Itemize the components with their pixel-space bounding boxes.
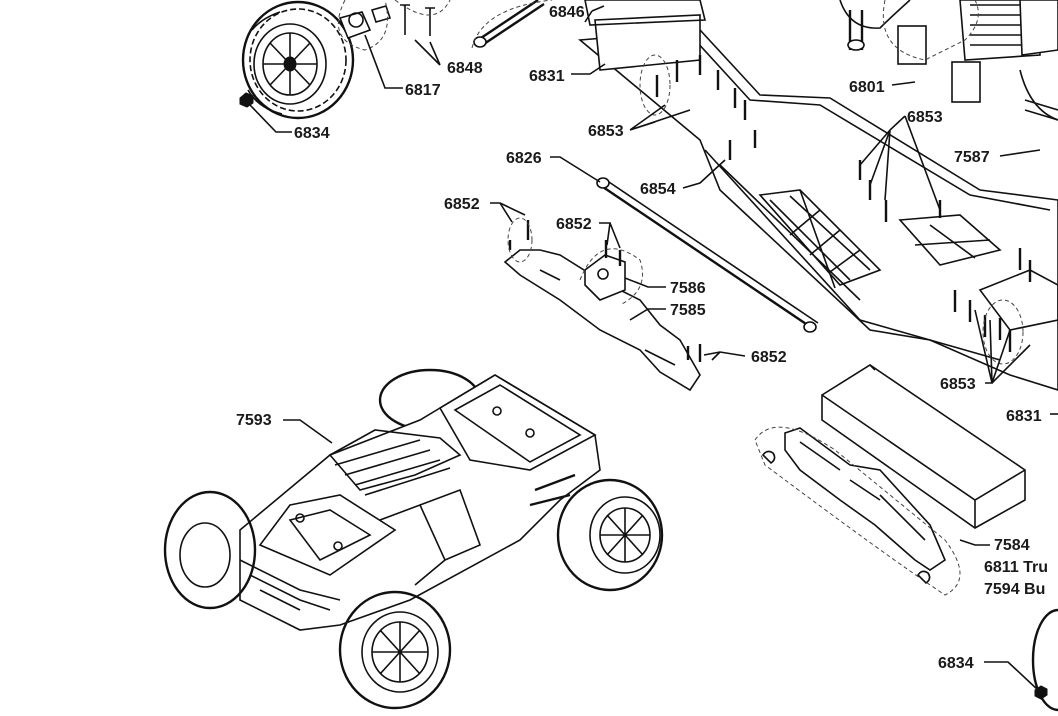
- label-6852-a: 6852: [444, 196, 480, 213]
- brace-7585: [503, 217, 702, 392]
- mount-7586: [579, 240, 643, 306]
- shock-top: [471, 0, 553, 49]
- label-6854: 6854: [640, 181, 676, 198]
- label-6853-bottom: 6853: [940, 376, 976, 393]
- label-6846: 6846: [549, 4, 585, 21]
- truck-body-7593: [163, 368, 664, 710]
- label-6853-right: 6853: [907, 109, 943, 126]
- label-7584: 7584: [994, 537, 1030, 554]
- label-6831-bottom: 6831: [1006, 408, 1042, 425]
- label-6848: 6848: [447, 60, 483, 77]
- chassis-screws: [639, 54, 1032, 365]
- label-6834-bottom: 6834: [938, 655, 974, 672]
- hub-parts-top: [337, 0, 451, 51]
- label-6834-top: 6834: [294, 125, 330, 142]
- label-7587: 7587: [954, 149, 990, 166]
- label-6852-b: 6852: [556, 216, 592, 233]
- battery-pack: [821, 364, 1026, 529]
- label-7586: 7586: [670, 280, 706, 297]
- wheel-bottom-right: [1031, 608, 1058, 712]
- part-labels: 6846 6848 6817 6834 6831 6801 6853 6853 …: [236, 4, 1048, 672]
- label-7593: 7593: [236, 412, 272, 429]
- label-6831-top: 6831: [529, 68, 565, 85]
- nut-6834-top: [239, 92, 254, 108]
- label-6817: 6817: [405, 82, 441, 99]
- electronics-top-right: [839, 0, 1058, 121]
- label-6811: 6811 Tru: [984, 559, 1048, 576]
- label-6852-c: 6852: [751, 349, 787, 366]
- leader-lines: [249, 5, 1058, 691]
- label-6853-left: 6853: [588, 123, 624, 140]
- label-7585: 7585: [670, 302, 706, 319]
- label-6801: 6801: [849, 79, 885, 96]
- wheel-top-left: [241, 0, 355, 120]
- label-6826: 6826: [506, 150, 542, 167]
- battery-strap-7584: [754, 426, 961, 596]
- driveshaft-6826: [596, 177, 819, 333]
- label-7594: 7594 Bu: [984, 581, 1045, 598]
- chassis-tub: [577, 0, 1058, 391]
